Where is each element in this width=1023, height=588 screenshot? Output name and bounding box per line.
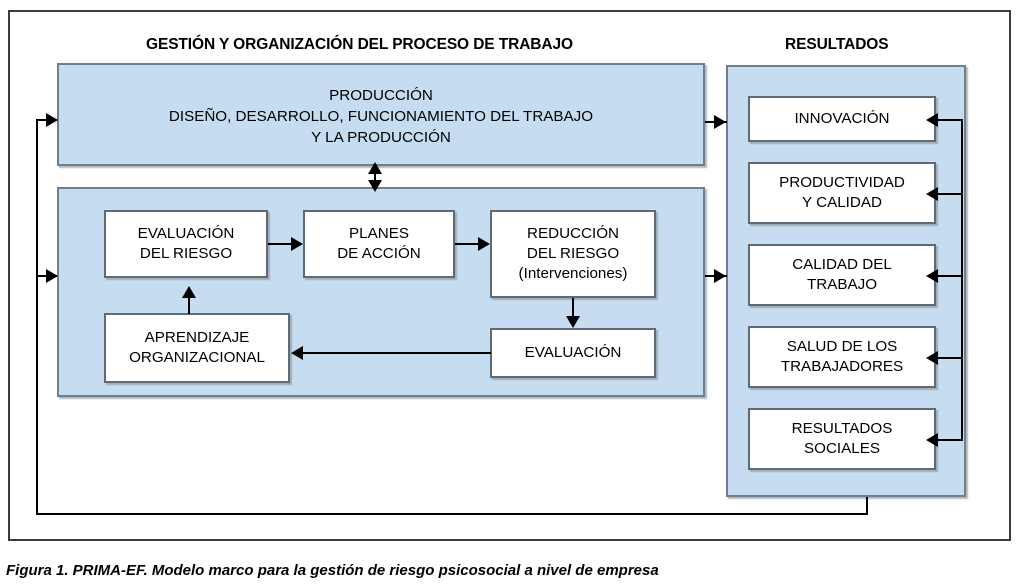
produccion-line-3: Y LA PRODUCCIÓN bbox=[311, 129, 451, 146]
arrow-aprendizaje-to-riesgo-icon bbox=[182, 286, 196, 298]
connector-results-spine bbox=[961, 119, 963, 441]
productividad-line-1: PRODUCTIVIDAD bbox=[779, 174, 905, 191]
result-box-innovacion: INNOVACIÓN bbox=[748, 96, 936, 142]
calidad-trabajo-line-1: CALIDAD DEL bbox=[792, 256, 892, 273]
connector-evaluacion-to-aprendizaje bbox=[303, 352, 491, 354]
planes-accion-line-1: PLANES bbox=[349, 225, 409, 242]
connector-reduccion-to-evaluacion bbox=[572, 298, 574, 318]
evaluacion-riesgo-line-2: DEL RIESGO bbox=[139, 245, 233, 262]
sociales-line-1: RESULTADOS bbox=[791, 420, 893, 437]
sociales-line-2: SOCIALES bbox=[804, 440, 880, 457]
arrow-spine-to-innovacion-icon bbox=[926, 113, 938, 127]
connector-spine-to-salud bbox=[936, 357, 962, 359]
planes-accion-line-2: DE ACCIÓN bbox=[337, 245, 421, 262]
process-box-reduccion-riesgo: REDUCCIÓN DEL RIESGO (Intervenciones) bbox=[490, 210, 656, 298]
result-box-resultados-sociales: RESULTADOS SOCIALES bbox=[748, 408, 936, 470]
calidad-trabajo-line-2: TRABAJO bbox=[806, 276, 878, 293]
salud-line-1: SALUD DE LOS bbox=[786, 338, 898, 355]
produccion-line-1: PRODUCCIÓN bbox=[329, 87, 433, 104]
produccion-text-block: PRODUCCIÓN DISEÑO, DESARROLLO, FUNCIONAM… bbox=[59, 85, 703, 148]
connector-bottom-return bbox=[36, 513, 868, 515]
section-title-resultados: RESULTADOS bbox=[785, 36, 889, 53]
evaluacion-line-1: EVALUACIÓN bbox=[524, 344, 622, 361]
reduccion-riesgo-line-3: (Intervenciones) bbox=[518, 265, 628, 282]
arrow-planes-to-reduccion-icon bbox=[478, 237, 490, 251]
arrow-spine-to-salud-icon bbox=[926, 351, 938, 365]
reduccion-riesgo-line-2: DEL RIESGO bbox=[526, 245, 620, 262]
process-box-planes-accion: PLANES DE ACCIÓN bbox=[303, 210, 455, 278]
arrow-spine-to-calidad-icon bbox=[926, 269, 938, 283]
process-box-evaluacion-riesgo: EVALUACIÓN DEL RIESGO bbox=[104, 210, 268, 278]
arrow-reduccion-to-evaluacion-icon bbox=[566, 316, 580, 328]
connector-spine-to-productividad bbox=[936, 193, 962, 195]
arrow-spine-to-sociales-icon bbox=[926, 433, 938, 447]
connector-riesgo-to-planes bbox=[268, 243, 293, 245]
panel-produccion: PRODUCCIÓN DISEÑO, DESARROLLO, FUNCIONAM… bbox=[57, 63, 705, 166]
salud-line-2: TRABAJADORES bbox=[780, 358, 904, 375]
arrow-panels-down-icon bbox=[368, 180, 382, 192]
arrow-spine-to-productividad-icon bbox=[926, 187, 938, 201]
connector-spine-to-innovacion bbox=[936, 119, 962, 121]
process-box-evaluacion: EVALUACIÓN bbox=[490, 328, 656, 378]
connector-spine-to-calidad bbox=[936, 275, 962, 277]
arrow-evaluacion-to-aprendizaje-icon bbox=[291, 346, 303, 360]
arrow-panels-up-icon bbox=[368, 162, 382, 174]
result-box-salud-trabajadores: SALUD DE LOS TRABAJADORES bbox=[748, 326, 936, 388]
connector-spine-to-sociales bbox=[936, 439, 962, 441]
process-box-aprendizaje-organizacional: APRENDIZAJE ORGANIZACIONAL bbox=[104, 313, 290, 383]
arrow-produccion-to-resultados-icon bbox=[714, 115, 726, 129]
arrow-into-produccion-icon bbox=[46, 113, 58, 127]
aprendizaje-line-2: ORGANIZACIONAL bbox=[129, 349, 265, 366]
arrow-into-gestion-icon bbox=[46, 269, 58, 283]
connector-aprendizaje-to-riesgo bbox=[188, 292, 190, 314]
produccion-line-2: DISEÑO, DESARROLLO, FUNCIONAMIENTO DEL T… bbox=[168, 108, 594, 125]
result-box-productividad-calidad: PRODUCTIVIDAD Y CALIDAD bbox=[748, 162, 936, 224]
productividad-line-2: Y CALIDAD bbox=[802, 194, 882, 211]
connector-results-drop bbox=[866, 497, 868, 515]
section-title-gestion: GESTIÓN Y ORGANIZACIÓN DEL PROCESO DE TR… bbox=[146, 36, 573, 53]
innovacion-line-1: INNOVACIÓN bbox=[794, 110, 890, 127]
evaluacion-riesgo-line-1: EVALUACIÓN bbox=[137, 225, 235, 242]
arrow-riesgo-to-planes-icon bbox=[291, 237, 303, 251]
aprendizaje-line-1: APRENDIZAJE bbox=[144, 329, 250, 346]
connector-left-spine bbox=[36, 119, 38, 515]
figure-caption: Figura 1. PRIMA-EF. Modelo marco para la… bbox=[6, 562, 659, 579]
connector-planes-to-reduccion bbox=[455, 243, 480, 245]
result-box-calidad-trabajo: CALIDAD DEL TRABAJO bbox=[748, 244, 936, 306]
connector-panels-bidirectional bbox=[374, 166, 376, 188]
arrow-gestion-to-resultados-icon bbox=[714, 269, 726, 283]
reduccion-riesgo-line-1: REDUCCIÓN bbox=[527, 225, 619, 242]
